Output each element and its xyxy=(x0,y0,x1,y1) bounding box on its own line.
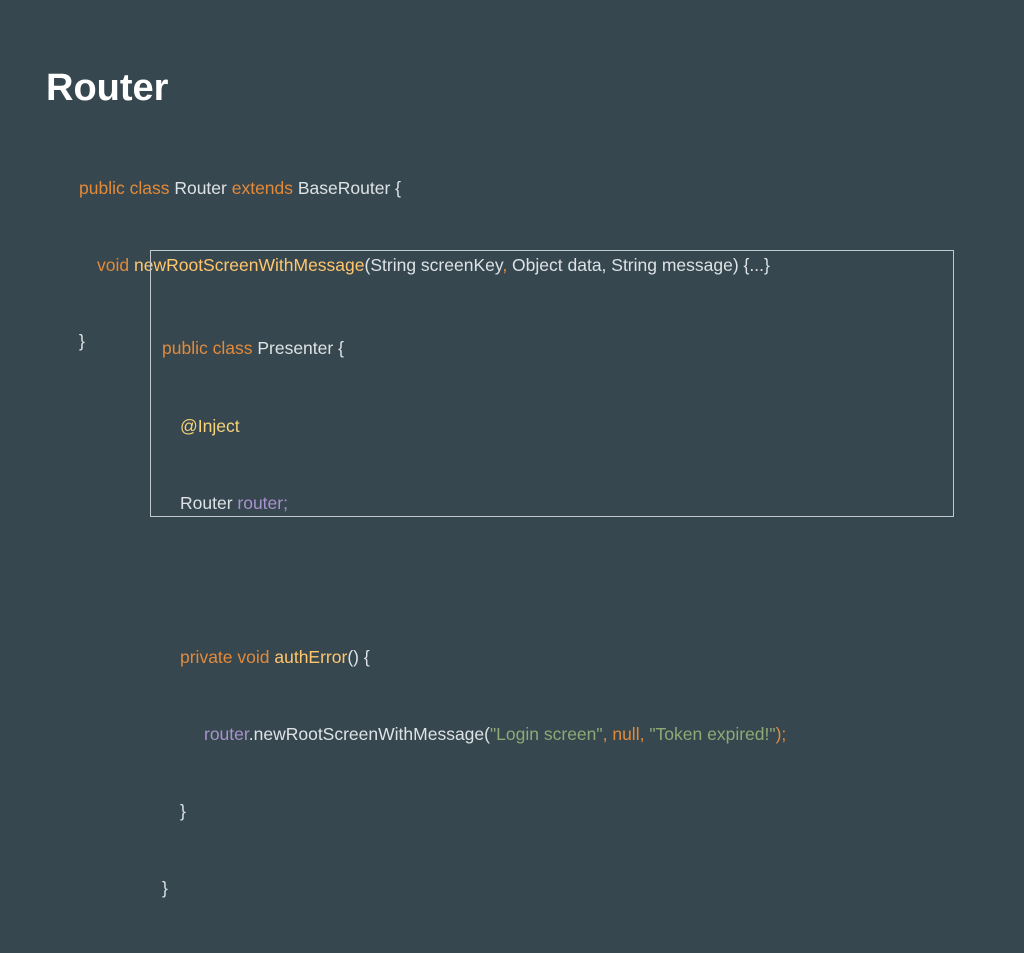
keyword: void xyxy=(97,254,130,275)
slide-title: Router xyxy=(46,67,169,109)
punctuation: , xyxy=(502,254,508,275)
presenter-class-snippet: public class Presenter { @Inject Router … xyxy=(162,285,786,953)
code-text: } xyxy=(180,801,186,822)
presenter-code-box: public class Presenter { @Inject Router … xyxy=(150,250,954,898)
annotation: @Inject xyxy=(180,415,240,436)
router-class-snippet: public class Router extends BaseRouter {… xyxy=(79,125,770,380)
code-line: private void authError() { xyxy=(162,645,786,671)
keyword: public class xyxy=(162,338,253,359)
code-text: BaseRouter { xyxy=(293,178,401,198)
code-text: (String screenKey xyxy=(364,254,503,275)
code-text: } xyxy=(162,878,168,899)
method-name: newRootScreenWithMessage xyxy=(133,254,365,275)
field-name: router; xyxy=(237,492,288,513)
code-text: Presenter { xyxy=(252,338,344,359)
code-line: Router router; xyxy=(162,491,786,517)
code-line: void newRootScreenWithMessage(String scr… xyxy=(79,253,770,279)
keyword: public class xyxy=(79,178,170,198)
keyword: null xyxy=(612,723,640,744)
field-name: router xyxy=(204,723,249,744)
punctuation: , xyxy=(639,723,650,744)
code-line: } xyxy=(162,799,786,825)
punctuation: ); xyxy=(775,723,787,744)
code-line: } xyxy=(162,876,786,902)
code-line: public class Router extends BaseRouter { xyxy=(79,176,770,202)
punctuation: , xyxy=(602,723,613,744)
code-line: public class Presenter { xyxy=(162,336,786,362)
code-line: @Inject xyxy=(162,414,786,440)
code-text: Object data, String message) {...} xyxy=(507,254,770,275)
code-text: () { xyxy=(347,646,370,667)
string-literal: "Token expired!" xyxy=(649,723,776,744)
keyword: extends xyxy=(231,178,294,198)
class-name: Router xyxy=(169,178,232,198)
keyword: private void xyxy=(180,646,270,667)
code-line-blank xyxy=(162,568,786,594)
string-literal: "Login screen" xyxy=(489,723,603,744)
code-text: .newRootScreenWithMessage( xyxy=(248,723,490,744)
code-line: router.newRootScreenWithMessage("Login s… xyxy=(162,722,786,748)
method-name: authError xyxy=(274,646,348,667)
code-text: } xyxy=(79,331,85,351)
type-name: Router xyxy=(180,492,238,513)
code-line: } xyxy=(79,329,770,355)
